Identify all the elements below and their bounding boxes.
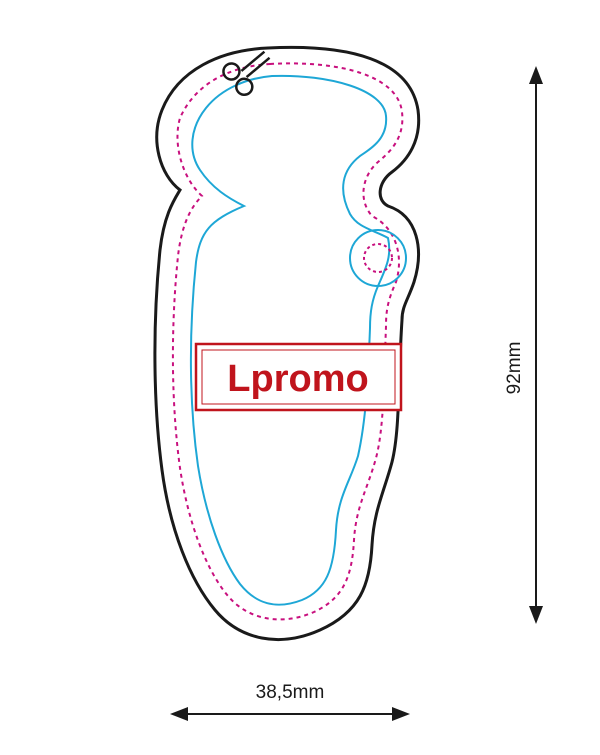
hanger-hole-inner	[363, 243, 393, 273]
height-label: 92mm	[504, 342, 525, 395]
cut-outline	[153, 45, 421, 641]
logo-text: Lpromo	[227, 358, 368, 400]
height-dimension: 92mm	[504, 66, 543, 624]
scissors-icon	[222, 50, 271, 97]
width-dimension: 38,5mm	[170, 682, 410, 721]
logo-frame	[194, 342, 403, 412]
bleed-line	[171, 62, 404, 621]
width-arrow-left-icon	[170, 707, 188, 721]
hanger-hole-outer	[349, 229, 407, 287]
height-arrow-down-icon	[529, 606, 543, 624]
width-arrow-right-icon	[392, 707, 410, 721]
logo: Lpromo	[194, 342, 403, 412]
width-label: 38,5mm	[256, 682, 325, 703]
safe-line	[189, 74, 391, 606]
height-arrow-up-icon	[529, 66, 543, 84]
